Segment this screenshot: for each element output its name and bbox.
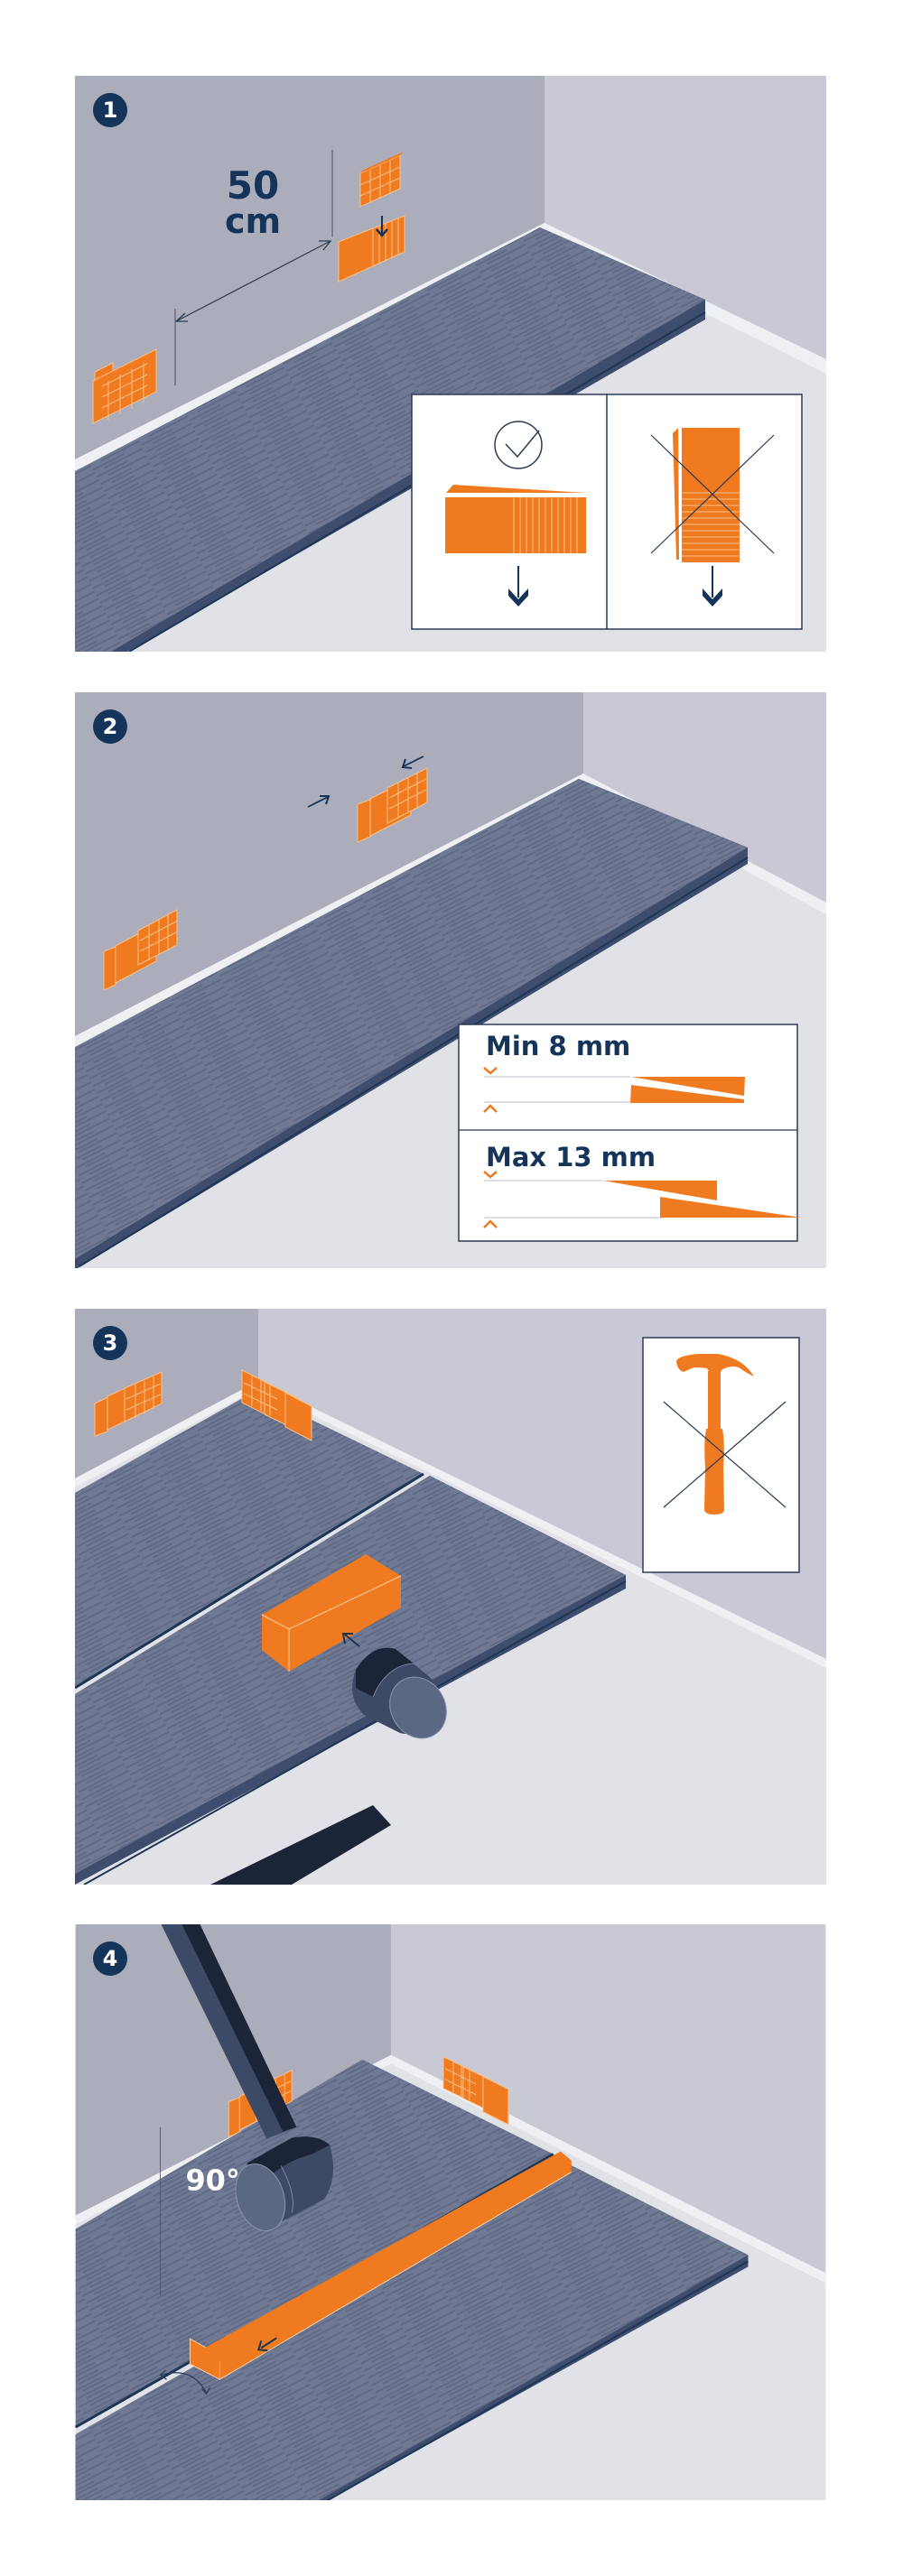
- check-circle-icon: [494, 421, 543, 469]
- down-arrow-icon: [376, 216, 388, 237]
- gap-range-inset: Min 8 mm Max 13 mm: [458, 1024, 802, 1242]
- cross-icon: [663, 1401, 787, 1508]
- left-wall: [75, 76, 545, 459]
- spacer-right-upper: [359, 152, 404, 208]
- spacer-pair-right: [357, 767, 428, 843]
- step-number-badge: 3: [93, 1326, 127, 1360]
- down-arrow-icon: [703, 566, 722, 607]
- step-2-panel: Min 8 mm Max 13 mm 2: [75, 692, 826, 1268]
- step-1-illustration: 50 cm: [75, 76, 826, 652]
- right-wall: [545, 76, 826, 359]
- tapping-block: [261, 1554, 402, 1672]
- right-wall: [583, 692, 826, 903]
- step-number-badge: 2: [93, 709, 127, 744]
- step-number-badge: 4: [93, 1941, 127, 1976]
- distance-value: 50: [227, 163, 279, 208]
- max-gap-diagram: [483, 1171, 802, 1228]
- rotate-arrow-icon: [159, 2369, 210, 2395]
- min-gap-label: Min 8 mm: [486, 1031, 630, 1061]
- step-number-badge: 1: [93, 93, 127, 127]
- angle-label: 90°: [185, 2164, 239, 2198]
- distance-unit: cm: [225, 201, 281, 241]
- deck-plank-front: [75, 1476, 626, 1874]
- stacking-inset: [411, 394, 803, 630]
- left-wall: [75, 692, 583, 1036]
- correct-stacking: [445, 421, 586, 607]
- push-arrow-right-icon: [307, 795, 330, 808]
- rubber-mallet: [161, 1924, 334, 2231]
- step-2-illustration: Min 8 mm Max 13 mm: [75, 692, 826, 1268]
- pull-bar: [189, 2151, 573, 2381]
- spacer-pair-left: [94, 1371, 163, 1437]
- right-wall: [391, 1924, 826, 2274]
- step-3-illustration: [75, 1309, 826, 1885]
- max-gap-label: Max 13 mm: [486, 1142, 656, 1172]
- step-4-panel: 90° 4: [75, 1924, 826, 2501]
- spacer-pair-right: [241, 1369, 312, 1441]
- step-4-illustration: 90°: [75, 1924, 826, 2500]
- step-1-panel: 50 cm: [75, 76, 826, 652]
- deck-plank-back: [75, 1392, 424, 1688]
- down-arrow-icon: [508, 566, 528, 607]
- distance-arrow-icon: [174, 240, 332, 322]
- rubber-mallet: [210, 1647, 447, 1885]
- deck-plank: [75, 227, 705, 652]
- pull-direction-arrow-icon: [257, 2337, 277, 2352]
- deck-plank-back: [75, 2059, 554, 2428]
- tap-direction-arrow-icon: [341, 1633, 360, 1647]
- deck-plank: [75, 779, 748, 1259]
- deck-plank-front: [75, 2158, 749, 2500]
- skirting: [75, 223, 826, 471]
- incorrect-stacking: [650, 428, 775, 607]
- spacer-pair-left: [103, 909, 178, 991]
- step-3-panel: 3: [75, 1309, 826, 1885]
- no-claw-hammer-inset: [642, 1337, 800, 1573]
- cross-icon: [650, 434, 775, 554]
- spacer-pair-right: [442, 2055, 509, 2126]
- min-gap-diagram: [483, 1067, 745, 1113]
- spacer-left: [92, 348, 157, 424]
- push-arrow-left-icon: [401, 755, 424, 769]
